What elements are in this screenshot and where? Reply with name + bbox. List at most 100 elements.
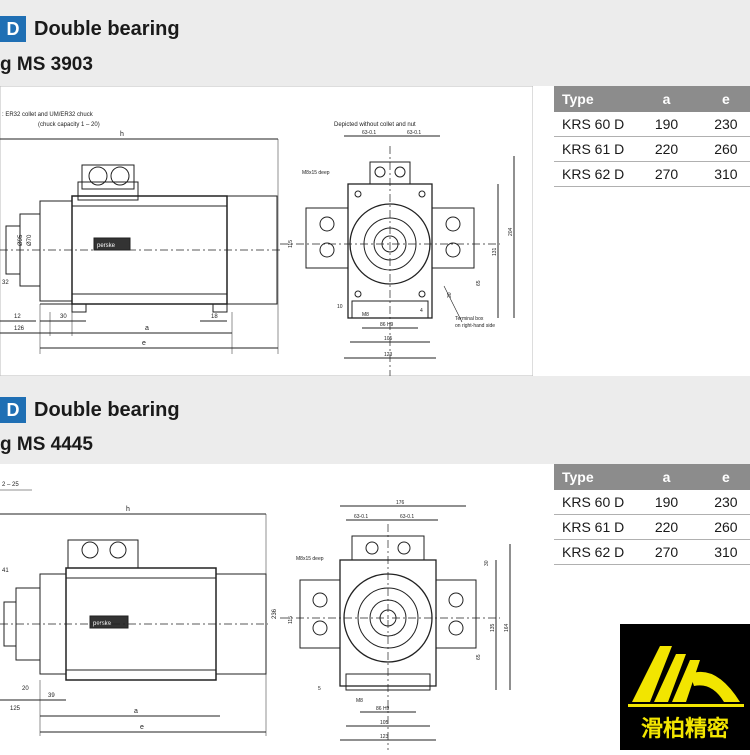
dim-63a: 63-0.1 (354, 514, 368, 520)
dim-32: 32 (2, 280, 9, 286)
cell-type: KRS 61 D (554, 136, 632, 162)
col-header-type: Type (554, 86, 632, 112)
section-title-row: D Double bearing (0, 397, 180, 423)
thread-note: M8x15 deep (296, 556, 324, 562)
dim-e: e (140, 724, 144, 731)
cell-type: KRS 62 D (554, 161, 632, 187)
cell-a: 220 (631, 136, 702, 162)
capacity-note: 2 – 25 (2, 482, 19, 488)
dim-65: 65 (476, 654, 482, 660)
dim-h: h (120, 131, 124, 138)
section-title-row: D Double bearing (0, 16, 180, 42)
col-header-a: a (631, 86, 702, 112)
cell-e: 230 (701, 490, 750, 515)
cell-type: KRS 60 D (554, 112, 632, 137)
col-header-e: e (701, 86, 750, 112)
dim-e: e (142, 340, 146, 347)
section-title: Double bearing (34, 398, 180, 421)
col-header-type: Type (554, 464, 632, 490)
cell-e: 260 (701, 136, 750, 162)
dim-105: 105 (384, 336, 393, 342)
thread-note: M8x15 deep (302, 170, 330, 176)
section-subtitle: g MS 4445 (0, 434, 93, 455)
technical-drawing-ms3903: : ER32 collet and UM/ER32 chuck (chuck c… (0, 85, 534, 377)
capacity-note: (chuck capacity 1 – 20) (38, 122, 100, 128)
dim-d70: Ø70 (27, 234, 33, 246)
dim-a: a (134, 708, 138, 715)
section-subtitle: g MS 3903 (0, 54, 93, 75)
dim-30: 30 (484, 560, 490, 566)
cell-type: KRS 62 D (554, 539, 632, 565)
brand-plate: perske (97, 243, 116, 249)
dim-204: 204 (508, 227, 514, 236)
dim-30b: 30 (447, 292, 453, 298)
terminal-note-1: Terminal box (455, 316, 484, 322)
cell-a: 270 (631, 539, 702, 565)
cell-e: 260 (701, 514, 750, 540)
dim-176: 176 (396, 500, 405, 506)
cell-a: 220 (631, 514, 702, 540)
dim-115: 115 (288, 240, 294, 248)
dim-30: 30 (60, 314, 67, 320)
dim-a: a (145, 325, 149, 332)
logo-mark-icon: 滑柏精密 (628, 646, 744, 741)
dim-164: 164 (504, 623, 510, 632)
section-badge: D (0, 397, 26, 423)
cell-type: KRS 60 D (554, 490, 632, 515)
dim-131: 131 (492, 247, 498, 256)
dim-63b: 63-0.1 (407, 130, 421, 136)
dim-236: 236 (272, 608, 278, 619)
section-header-band (0, 376, 750, 464)
company-logo: 滑柏精密 (620, 624, 750, 750)
dim-125: 125 (10, 706, 21, 712)
col-header-e: e (701, 464, 750, 490)
dim-5: 5 (318, 686, 321, 692)
dim-63a: 63-0.1 (362, 130, 376, 136)
cell-type: KRS 61 D (554, 514, 632, 540)
dim-m8: M8 (356, 698, 363, 704)
dim-123: 123 (380, 734, 389, 740)
cell-a: 270 (631, 161, 702, 187)
section-header-band (0, 0, 750, 86)
dim-135: 135 (490, 623, 496, 632)
dim-18: 18 (211, 314, 218, 320)
dim-m8: M8 (362, 312, 369, 318)
dim-86: 86 H9 (376, 706, 390, 712)
collet-note: : ER32 collet and UM/ER32 chuck (2, 112, 94, 118)
dim-h: h (126, 506, 130, 513)
cell-a: 190 (631, 112, 702, 137)
dim-20: 20 (22, 686, 29, 692)
dim-86: 86 H9 (380, 322, 394, 328)
dim-10: 10 (337, 304, 343, 310)
dim-65: 65 (476, 280, 482, 286)
dim-d95: Ø95 (18, 234, 24, 246)
dim-115: 115 (288, 616, 294, 624)
dim-4: 4 (420, 308, 423, 314)
cell-a: 190 (631, 490, 702, 515)
cell-e: 310 (701, 539, 750, 565)
col-header-a: a (631, 464, 702, 490)
dim-41: 41 (2, 568, 9, 574)
dim-39: 39 (48, 693, 55, 699)
depicted-note: Depicted without collet and nut (334, 122, 416, 128)
cell-e: 230 (701, 112, 750, 137)
terminal-note-2: on right-hand side (455, 323, 495, 329)
section-title: Double bearing (34, 17, 180, 40)
dim-126: 126 (14, 326, 25, 332)
technical-drawing-ms4445: 2 – 25 h perske 41 20 236 125 39 a e 176… (0, 464, 533, 750)
dim-105: 105 (380, 720, 389, 726)
dim-63b: 63-0.1 (400, 514, 414, 520)
dim-12: 12 (14, 314, 21, 320)
dim-123: 123 (384, 352, 393, 358)
logo-text: 滑柏精密 (641, 716, 729, 741)
section-badge: D (0, 16, 26, 42)
cell-e: 310 (701, 161, 750, 187)
